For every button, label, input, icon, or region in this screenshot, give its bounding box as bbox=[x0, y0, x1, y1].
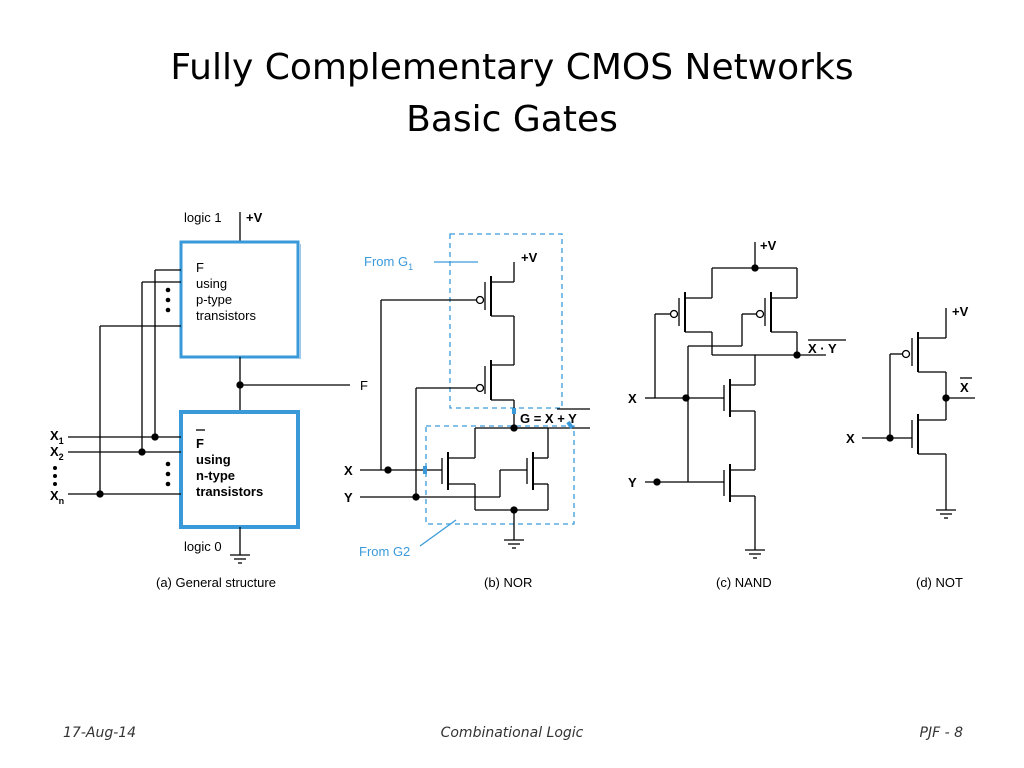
c-y-label: Y bbox=[628, 475, 637, 490]
b-pmos2-bubble bbox=[475, 383, 485, 393]
b-y-label: Y bbox=[344, 490, 353, 505]
a-logic1-label: logic 1 bbox=[184, 210, 222, 225]
a-caption: (a) General structure bbox=[156, 575, 276, 590]
a-input-x2: X2 bbox=[50, 444, 64, 462]
d-ground-icon bbox=[936, 509, 956, 519]
a-p-block-line4: transistors bbox=[196, 308, 256, 323]
panel-not: +V X X ( bbox=[846, 304, 975, 590]
b-x-label: X bbox=[344, 463, 353, 478]
b-from-g2: From G2 bbox=[359, 544, 410, 559]
d-vplus: +V bbox=[952, 304, 969, 319]
b-g1-box bbox=[449, 233, 563, 409]
b-vplus: +V bbox=[521, 250, 538, 265]
a-input-x1: X1 bbox=[50, 428, 64, 446]
title-line-1: Fully Complementary CMOS Networks bbox=[170, 47, 854, 88]
a-ellipsis-n bbox=[165, 461, 171, 487]
a-n-block-line4: transistors bbox=[196, 484, 263, 499]
title-line-2: Basic Gates bbox=[406, 99, 618, 140]
panel-nor: From G1 +V G = X + Y bbox=[344, 233, 590, 590]
footer-page: PJF - 8 bbox=[919, 725, 963, 741]
d-pmos-bubble bbox=[901, 349, 911, 359]
a-p-block-line2: using bbox=[196, 276, 227, 291]
a-n-block-line2: using bbox=[196, 452, 231, 467]
b-ground-icon bbox=[504, 539, 524, 549]
footer-center: Combinational Logic bbox=[440, 725, 584, 741]
a-logic0-label: logic 0 bbox=[184, 539, 222, 554]
a-p-block-line1: F bbox=[196, 260, 204, 275]
footer-date: 17-Aug-14 bbox=[63, 725, 137, 741]
panel-general-structure: logic 1 +V F using p-type transistors F … bbox=[50, 210, 368, 590]
a-output-label: F bbox=[360, 378, 368, 393]
a-p-block-line3: p-type bbox=[196, 292, 232, 307]
c-ground-icon bbox=[745, 549, 765, 559]
a-ground-icon bbox=[230, 554, 250, 564]
a-input-xn: Xn bbox=[50, 488, 64, 506]
panel-nand: +V bbox=[628, 238, 846, 590]
a-ellipsis-p bbox=[165, 287, 171, 313]
a-n-block-line3: n-type bbox=[196, 468, 235, 483]
c-pmos1-bubble bbox=[669, 309, 679, 319]
d-caption: (d) NOT bbox=[916, 575, 963, 590]
slide-title: Fully Complementary CMOS Networks Basic … bbox=[0, 42, 1024, 146]
b-g2-box bbox=[425, 425, 575, 525]
b-from-g1: From G1 bbox=[364, 254, 413, 272]
a-vplus-label: +V bbox=[246, 210, 263, 225]
c-caption: (c) NAND bbox=[716, 575, 772, 590]
c-vplus: +V bbox=[760, 238, 777, 253]
b-pmos1-bubble bbox=[475, 295, 485, 305]
b-g-expr: G = X + Y bbox=[520, 411, 577, 426]
a-n-block bbox=[179, 410, 300, 529]
c-out-label: X · Y bbox=[808, 341, 837, 356]
d-out-label: X bbox=[960, 380, 969, 395]
d-x-label: X bbox=[846, 431, 855, 446]
a-n-block-line1: F bbox=[196, 436, 204, 451]
c-pmos2-bubble bbox=[755, 309, 765, 319]
c-x-label: X bbox=[628, 391, 637, 406]
a-input-ellipsis bbox=[53, 466, 57, 486]
b-caption: (b) NOR bbox=[484, 575, 532, 590]
